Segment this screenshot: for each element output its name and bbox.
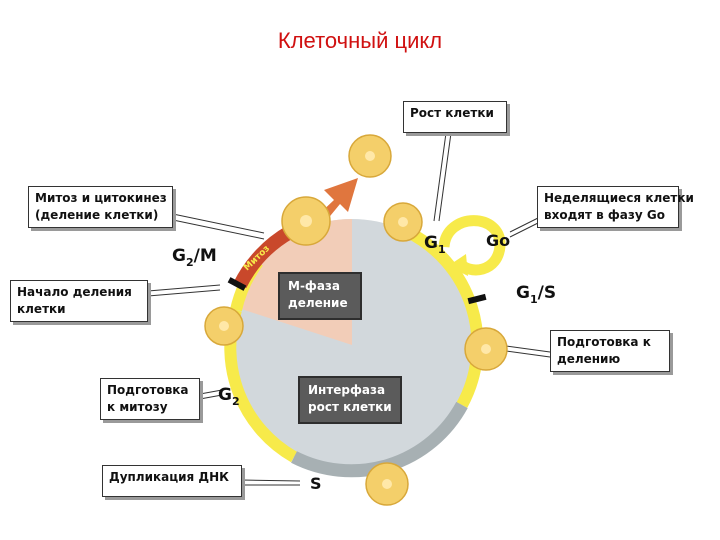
label-mitosis-cytokinesis: Митоз и цитокинез (деление клетки) [28, 186, 173, 228]
g0-label: Go [486, 231, 510, 250]
interphase-box: Интерфаза рост клетки [298, 376, 402, 424]
s-label: S [310, 474, 322, 493]
g2m-label: G2/M [172, 246, 217, 269]
leader-lines [147, 132, 551, 486]
cell-nuclei [219, 151, 491, 489]
cycle-ring-yellow-right [405, 226, 484, 408]
g1s-label: G1/S [516, 283, 556, 306]
mitosis-arc [233, 225, 294, 289]
label-dna-duplication: Дупликация ДНК [102, 465, 242, 497]
label-prep-division: Подготовка к делению [550, 330, 670, 372]
g0-arrowhead [448, 254, 468, 276]
checkpoint-g1s-bar [467, 293, 487, 305]
checkpoint-g2m-bar [227, 277, 247, 291]
g2-label: G2 [218, 385, 240, 408]
label-prep-mitosis: Подготовка к митозу [100, 378, 200, 420]
g1-label: G1 [424, 233, 446, 256]
label-nondividing-cells: Неделящиеся клетки входят в фазу Go [537, 186, 694, 228]
g0-loop [438, 215, 506, 276]
label-division-start: Начало деления клетки [10, 280, 148, 322]
m-phase-box: М-фаза деление [278, 272, 362, 320]
slide-title: Клеточный цикл [277, 28, 443, 53]
label-cell-growth: Рост клетки [403, 101, 507, 133]
